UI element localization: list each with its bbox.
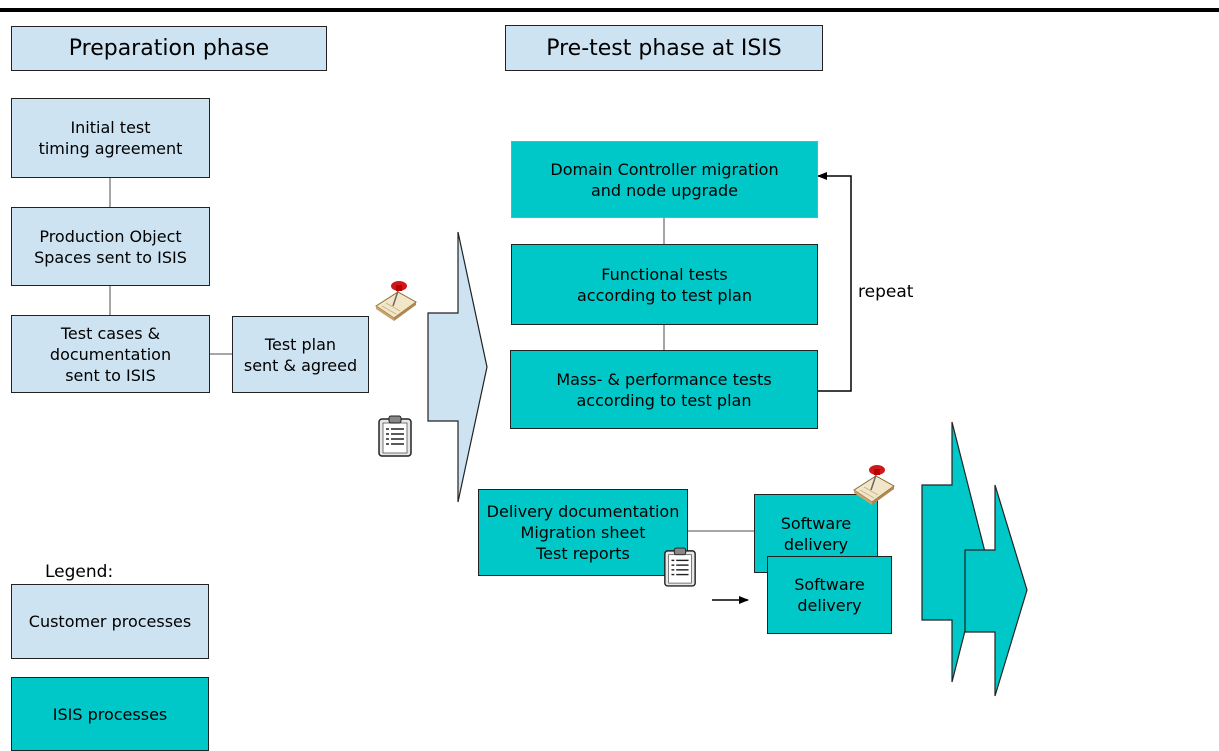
legend-title: Legend: [45,562,114,582]
legend-isis-box: ISIS processes [11,677,209,751]
delivery-documentation-box: Delivery documentation Migration sheet T… [478,489,688,576]
delivery-arrow-2 [964,484,1028,697]
preparation-phase-header: Preparation phase [11,26,327,71]
functional-tests-box: Functional tests according to test plan [511,244,818,325]
software-delivery-box-2: Software delivery [767,556,892,634]
repeat-label: repeat [858,282,914,302]
delivery-arrow-1 [921,421,986,683]
clipboard-checklist-icon [378,415,412,457]
legend-customer-box: Customer processes [11,584,209,659]
clipboard-checklist-icon [664,547,696,587]
dc-migration-box: Domain Controller migration and node upg… [511,141,818,218]
pretest-phase-header: Pre-test phase at ISIS [505,25,823,71]
phase-arrow [427,231,488,503]
pushpin-note-icon [853,465,895,505]
mass-performance-tests-box: Mass- & performance tests according to t… [510,350,818,429]
top-rule [0,8,1219,12]
test-cases-box: Test cases & documentation sent to ISIS [11,315,210,393]
initial-test-timing-box: Initial test timing agreement [11,98,210,178]
test-plan-box: Test plan sent & agreed [232,316,369,393]
object-spaces-box: Production Object Spaces sent to ISIS [11,207,210,286]
pushpin-note-icon [375,281,417,321]
